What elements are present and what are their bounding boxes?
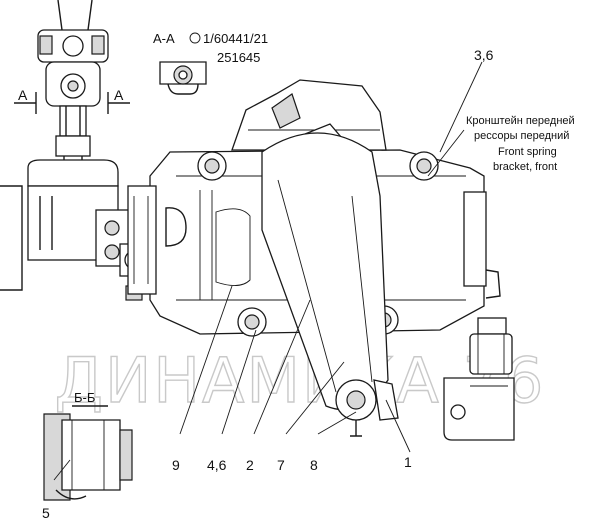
part-label-9: 9 — [172, 457, 180, 473]
bracket-caption: Кронштейн передней рессоры передний Fron… — [466, 115, 575, 173]
section-bb-label: Б-Б — [74, 390, 95, 405]
section-mark-left: А — [18, 87, 28, 103]
part-label-8: 8 — [310, 457, 318, 473]
bracket-caption-en-1: Front spring — [498, 146, 557, 158]
section-aa-part-no-2: 251645 — [217, 50, 260, 65]
part-label-7: 7 — [277, 457, 285, 473]
callout-3-6: 3,6 — [474, 47, 494, 63]
section-aa-inset: А-А 1/60441/21 251645 — [153, 31, 268, 95]
bracket-caption-ru-1: Кронштейн передней — [466, 115, 575, 127]
section-aa-label: А-А — [153, 31, 175, 46]
part-label-4-6: 4,6 — [207, 457, 227, 473]
valve-fitting — [443, 317, 515, 441]
bracket-caption-en-2: bracket, front — [493, 161, 557, 173]
bracket-caption-ru-2: рессоры передний — [474, 130, 569, 142]
section-mark-right: А — [114, 87, 124, 103]
pump-housing — [0, 159, 149, 301]
part-label-5: 5 — [42, 505, 50, 521]
part-label-1: 1 — [404, 454, 412, 470]
part-label-2: 2 — [246, 457, 254, 473]
section-aa-part-no: 1/60441/21 — [203, 31, 268, 46]
section-bb-inset: Б-Б — [43, 390, 133, 501]
section-marks-aa: А А — [14, 87, 130, 114]
universal-joint — [37, 0, 109, 168]
leader-lines — [53, 61, 483, 481]
